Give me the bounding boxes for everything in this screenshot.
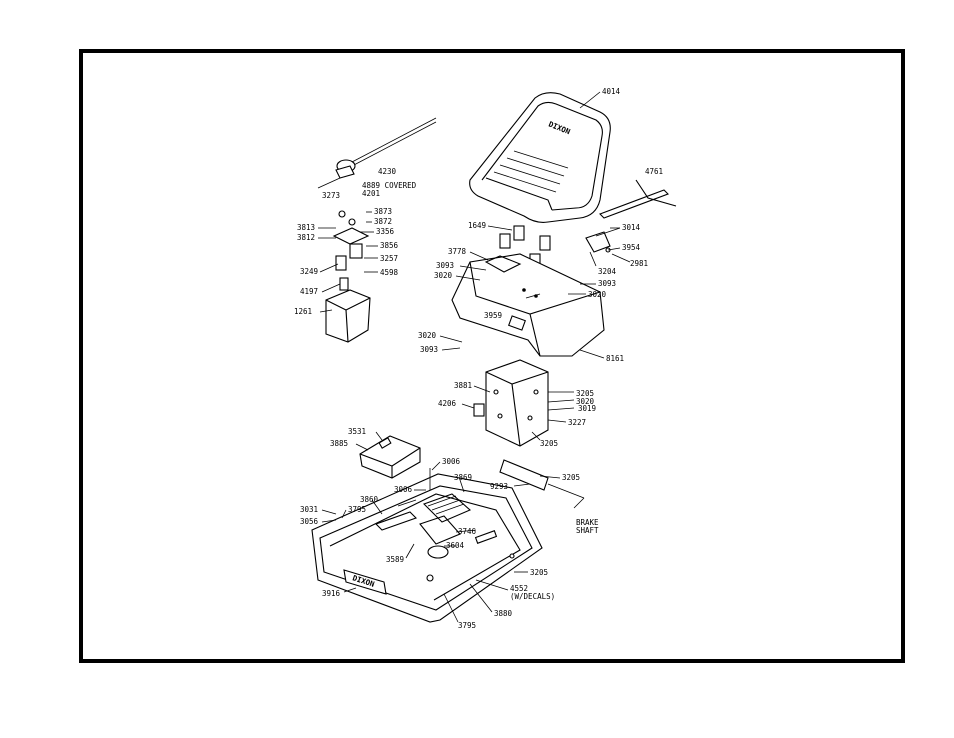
label-3204: 3204: [598, 267, 617, 276]
label-shaft: SHAFT: [576, 526, 599, 535]
shift-lever-part: [317, 117, 437, 189]
label-3795-a: 3795: [348, 505, 366, 514]
label-3205-d: 3205: [530, 568, 548, 577]
label-3959: 3959: [484, 311, 502, 320]
label-3093-c: 3093: [420, 345, 438, 354]
label-3020-c: 3020: [418, 331, 437, 340]
label-brake: BRAKE: [576, 518, 599, 527]
label-3056: 3056: [300, 517, 319, 526]
label-3020-b: 3020: [588, 290, 607, 299]
label-3795-b: 3795: [458, 621, 476, 630]
label-3006-a: 3006: [442, 457, 461, 466]
label-4014: 4014: [602, 87, 621, 96]
label-3778: 3778: [448, 247, 467, 256]
label-3746: 3746: [458, 527, 477, 536]
label-3014: 3014: [622, 223, 641, 232]
label-3205-c: 3205: [562, 473, 580, 482]
label-3812: 3812: [297, 233, 315, 242]
label-3093-a: 3093: [436, 261, 454, 270]
label-3020-d: 3020: [576, 397, 595, 406]
leader-lines: [318, 211, 621, 623]
label-3205-a: 3205: [576, 389, 594, 398]
label-4761: 4761: [645, 167, 663, 176]
label-1649: 1649: [468, 221, 486, 230]
floor-pan-part: DIXON: [311, 473, 543, 623]
label-2981: 2981: [630, 259, 648, 268]
label-3020-a: 3020: [434, 271, 453, 280]
label-3019: 3019: [578, 404, 596, 413]
label-3531: 3531: [348, 427, 366, 436]
tool-tray-part: [359, 435, 421, 479]
label-3356: 3356: [376, 227, 395, 236]
label-4598: 4598: [380, 268, 399, 277]
label-3954: 3954: [622, 243, 641, 252]
label-1261: 1261: [294, 307, 312, 316]
label-3227: 3227: [568, 418, 586, 427]
label-3093-b: 3093: [598, 279, 616, 288]
support-bracket-part: [473, 359, 575, 447]
label-3885: 3885: [330, 439, 348, 448]
label-w-decals: (W/DECALS): [510, 592, 555, 601]
console-housing-part: [451, 253, 605, 357]
label-3860: 3860: [360, 495, 379, 504]
label-3872: 3872: [374, 217, 392, 226]
label-3813: 3813: [297, 223, 315, 232]
label-3205-b: 3205: [540, 439, 558, 448]
label-4201: 4201: [362, 189, 380, 198]
label-3916: 3916: [322, 589, 341, 598]
seat-part: DIXON: [469, 91, 611, 223]
label-9293: 9293: [490, 482, 508, 491]
part-labels: 4014 4761 4230 3273 4889 COVERED 4201 38…: [294, 87, 663, 630]
label-3249: 3249: [300, 267, 318, 276]
label-4552: 4552: [510, 584, 528, 593]
label-3257: 3257: [380, 254, 398, 263]
label-3006-b: 3006: [394, 485, 413, 494]
shift-mechanism-part: [325, 210, 371, 343]
label-3273: 3273: [322, 191, 340, 200]
label-4206: 4206: [438, 399, 457, 408]
label-3031: 3031: [300, 505, 318, 514]
label-4889-covered: 4889 COVERED: [362, 181, 417, 190]
label-8161: 8161: [606, 354, 624, 363]
label-3869: 3869: [454, 473, 472, 482]
label-4197: 4197: [300, 287, 318, 296]
label-3873: 3873: [374, 207, 392, 216]
label-3880: 3880: [494, 609, 513, 618]
brake-shaft-part: [499, 459, 585, 509]
label-3604: 3604: [446, 541, 465, 550]
label-4230: 4230: [378, 167, 397, 176]
label-3589: 3589: [386, 555, 404, 564]
label-3881: 3881: [454, 381, 472, 390]
label-3856: 3856: [380, 241, 399, 250]
